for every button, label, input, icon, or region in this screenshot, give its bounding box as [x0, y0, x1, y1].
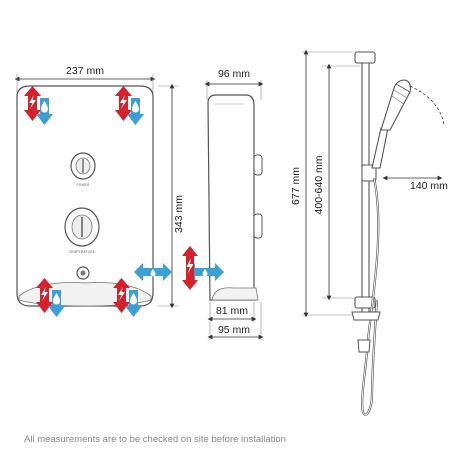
hose-retainer [357, 339, 371, 353]
side-base-lip [211, 287, 259, 301]
temperature-knob-caption: TEMPERATURE [69, 250, 95, 254]
power-knob: POWER [70, 152, 96, 187]
head-swing-arc [409, 85, 445, 126]
side-lower-depth-label: 81 mm [216, 305, 248, 317]
side-base-depth-label: 95 mm [218, 324, 250, 336]
temperature-knob: TEMPERATURE [64, 207, 100, 254]
front-height-label: 343 mm [173, 195, 185, 233]
side-depth-label: 96 mm [218, 68, 250, 80]
hot-cold-arrow-icon [182, 246, 198, 290]
rail-slider [361, 164, 377, 182]
power-knob-caption: POWER [76, 183, 90, 187]
side-knob-bottom [253, 213, 263, 239]
installation-note: All measurements are to be checked on si… [24, 434, 286, 445]
front-body [16, 85, 154, 307]
start-button [76, 266, 90, 280]
riser-rail [361, 53, 370, 317]
side-body [207, 94, 257, 301]
riser-rail-view: 677 mm 400-640 mm 140 mm [290, 49, 448, 416]
soap-dish [351, 311, 381, 321]
shower-head-icon [371, 79, 411, 169]
side-view: 96 mm 81 mm 95 mm [182, 68, 264, 340]
front-view: 237 mm POWER TEMPERATURE 343 mm [14, 65, 185, 317]
rail-top-bracket [354, 51, 376, 64]
side-knob-top [253, 154, 263, 176]
front-width-label: 237 mm [66, 65, 104, 77]
rail-total-height-label: 677 mm [290, 167, 302, 205]
rail-bottom-bracket [354, 296, 376, 309]
rail-adjust-label: 400-640 mm [313, 155, 325, 214]
head-offset-label: 140 mm [410, 180, 448, 192]
